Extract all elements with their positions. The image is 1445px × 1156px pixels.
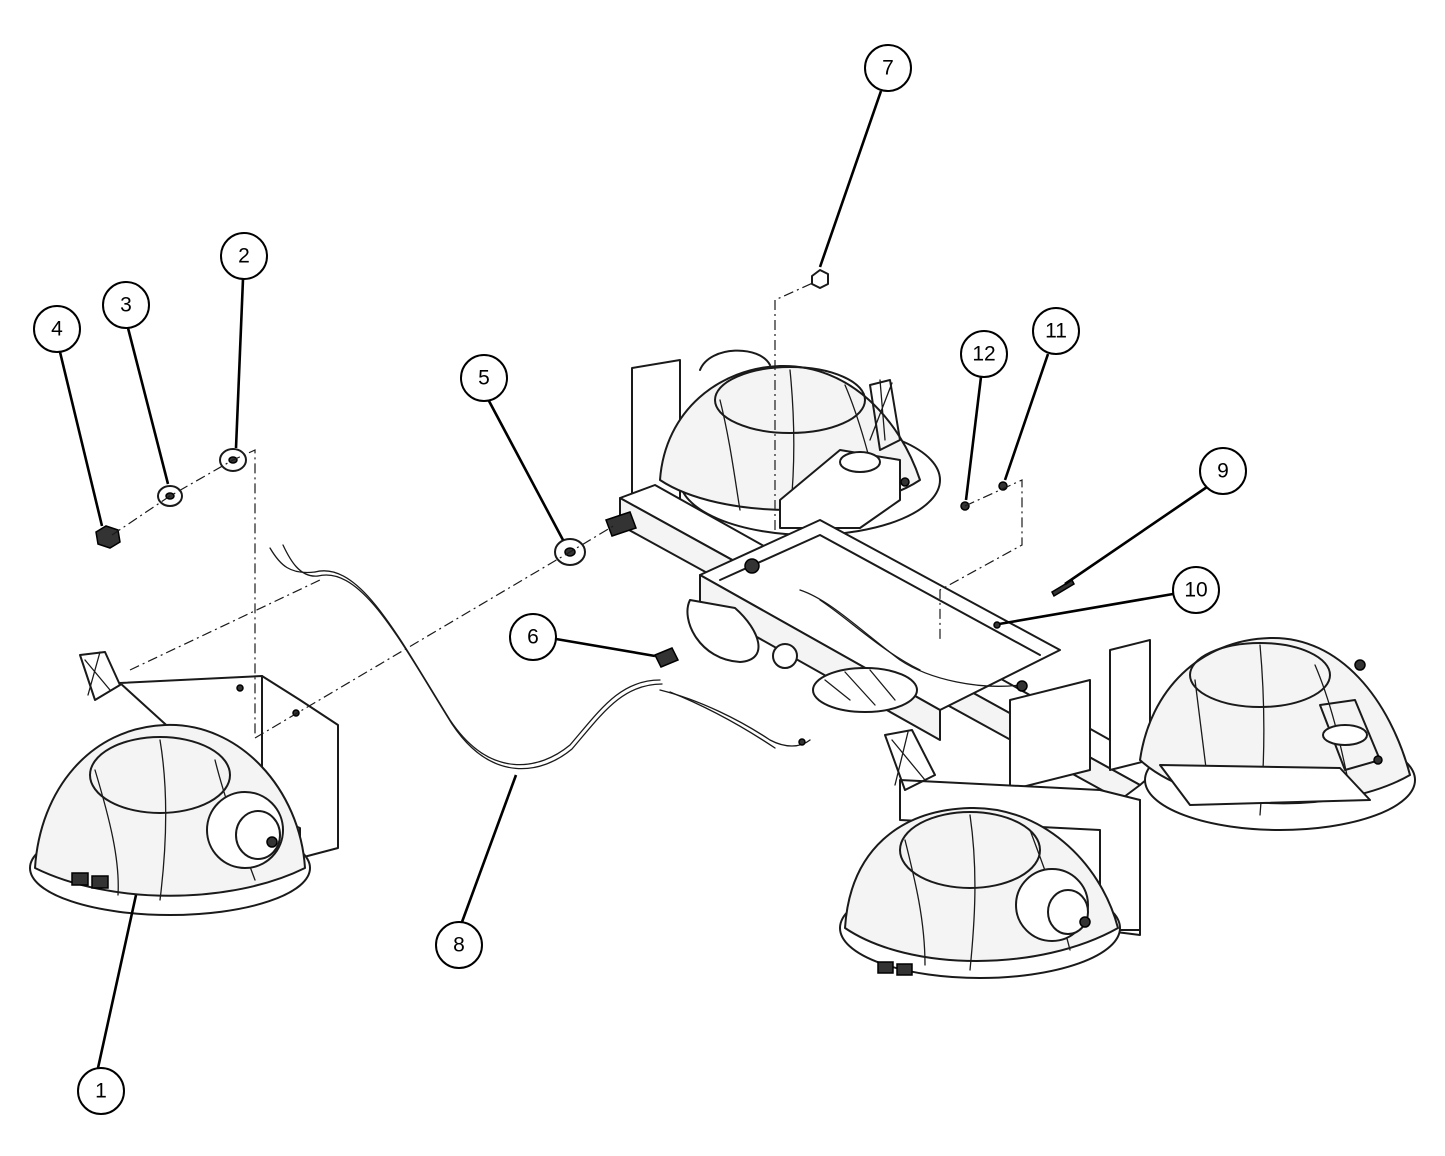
svg-text:5: 5 <box>478 367 490 390</box>
assembly-lines <box>111 281 1023 739</box>
svg-text:6: 6 <box>527 626 539 649</box>
svg-text:9: 9 <box>1217 460 1229 483</box>
callout-2: 2 <box>220 232 268 280</box>
svg-text:4: 4 <box>51 318 63 341</box>
svg-text:1: 1 <box>95 1080 107 1103</box>
callout-7: 7 <box>864 44 912 92</box>
leader-lines <box>58 90 1208 1069</box>
callout-5: 5 <box>460 354 508 402</box>
wire-harness-8 <box>269 544 811 770</box>
nut-part-7 <box>811 269 829 289</box>
callout-10: 10 <box>1172 566 1220 614</box>
callout-11: 11 <box>1032 307 1080 355</box>
fitting-part-6 <box>653 647 680 668</box>
svg-text:8: 8 <box>453 934 465 957</box>
callout-1: 1 <box>77 1067 125 1115</box>
svg-text:2: 2 <box>238 245 250 268</box>
light-assembly-right <box>1109 636 1416 831</box>
svg-text:11: 11 <box>1045 320 1067 343</box>
svg-text:7: 7 <box>882 57 894 80</box>
light-assembly-1 <box>29 651 339 916</box>
svg-text:10: 10 <box>1184 579 1207 602</box>
callout-4: 4 <box>33 305 81 353</box>
svg-text:3: 3 <box>120 294 132 317</box>
callout-8: 8 <box>435 921 483 969</box>
callout-9: 9 <box>1199 447 1247 495</box>
bolt-part-9 <box>1051 578 1075 598</box>
callout-6: 6 <box>509 613 557 661</box>
svg-text:12: 12 <box>972 343 995 366</box>
callout-3: 3 <box>102 281 150 329</box>
callout-12: 12 <box>960 330 1008 378</box>
light-assembly-front-right <box>839 729 1141 979</box>
nut-part-4 <box>95 525 121 549</box>
